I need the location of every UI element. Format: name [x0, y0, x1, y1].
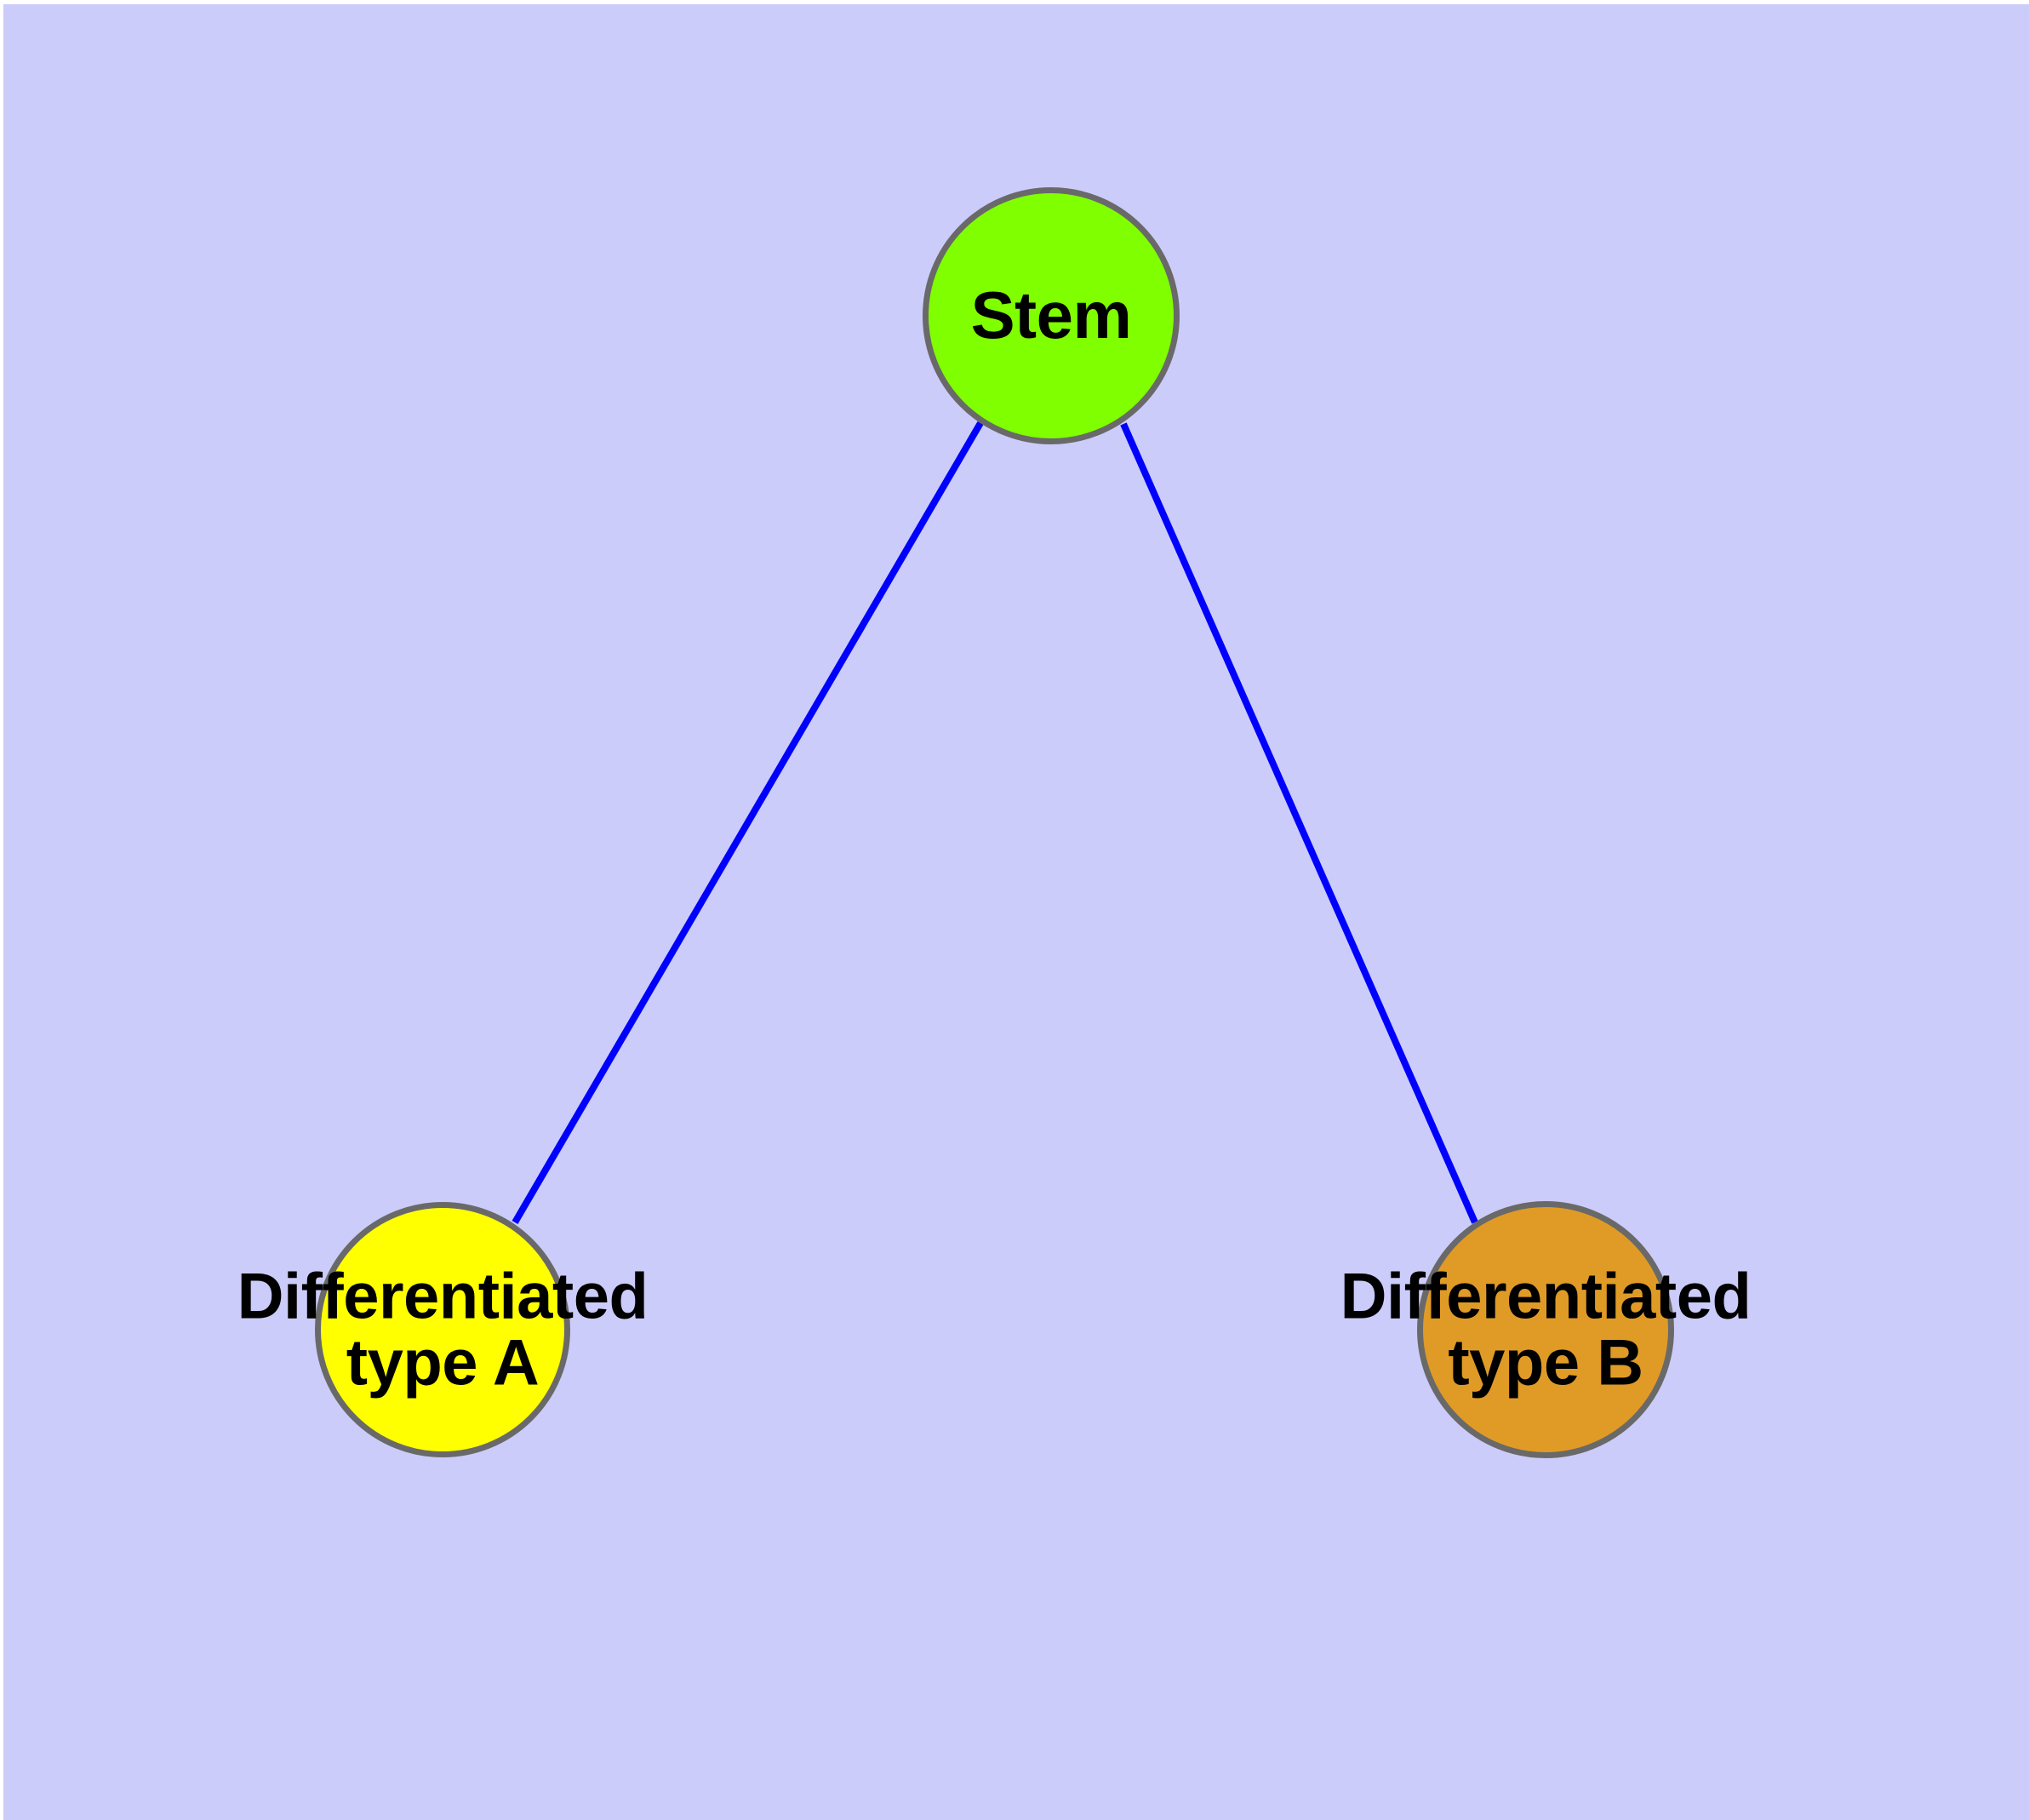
edge-stem-to-diff-a	[512, 421, 984, 1225]
edge-stem-to-diff-b	[1120, 422, 1478, 1224]
node-layer	[315, 187, 1674, 1458]
node-diff-b[interactable]	[1417, 1201, 1674, 1458]
edge-layer	[512, 421, 1478, 1225]
node-diff-a[interactable]	[315, 1202, 570, 1457]
node-stem[interactable]	[923, 187, 1180, 444]
